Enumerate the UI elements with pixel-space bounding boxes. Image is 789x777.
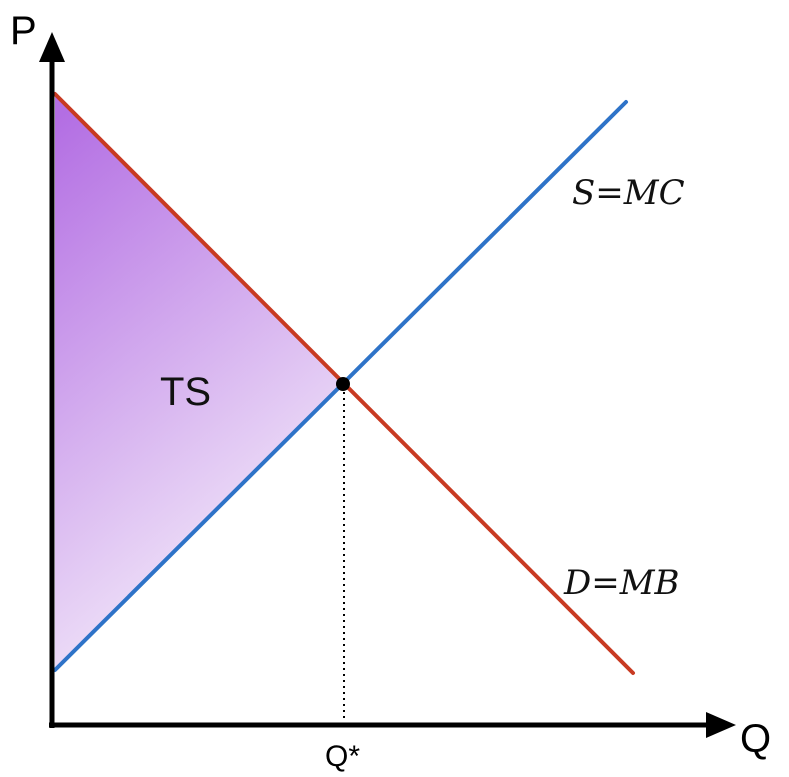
supply-curve-label: S=MC	[572, 173, 685, 213]
equilibrium-quantity-label: Q*	[325, 740, 360, 773]
x-axis-arrowhead	[706, 712, 736, 738]
x-axis-label: Q	[740, 717, 771, 761]
total-surplus-label: TS	[160, 370, 211, 414]
y-axis-label: P	[10, 9, 37, 53]
total-surplus-region	[55, 94, 343, 670]
y-axis-arrowhead	[39, 32, 65, 62]
equilibrium-point	[336, 377, 350, 391]
demand-curve-label: D=MB	[563, 563, 680, 603]
